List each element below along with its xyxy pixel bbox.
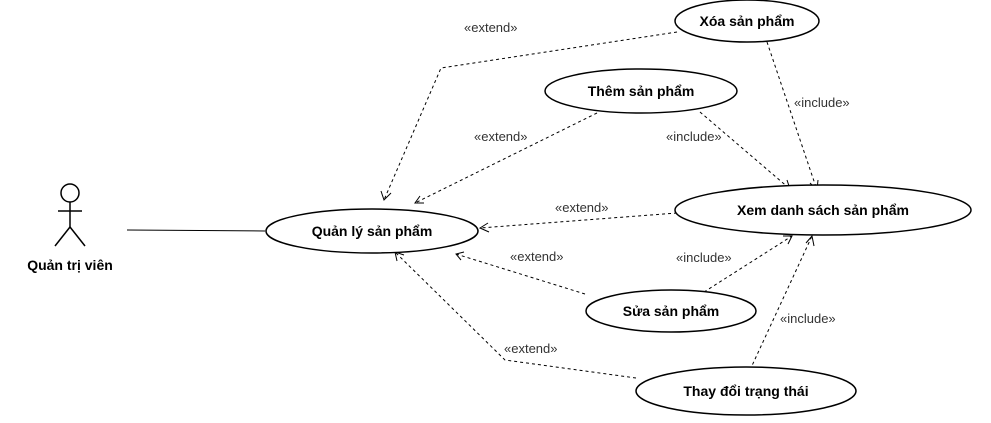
actor-label: Quản trị viên (27, 257, 113, 273)
include-status-to-view (749, 234, 815, 371)
use-case-change-status[interactable]: Thay đổi trạng thái (635, 366, 857, 416)
arrowhead (414, 195, 424, 204)
use-case-ellipse (674, 0, 820, 43)
include-delete-to-view (766, 41, 819, 192)
actor-head (60, 183, 80, 203)
include-label-status: «include» (780, 311, 836, 326)
arrowhead (478, 222, 490, 233)
use-case-delete-product[interactable]: Xóa sản phẩm (674, 0, 820, 43)
extend-edit-to-manage (455, 251, 586, 295)
extend-add-to-manage (414, 112, 598, 204)
extend-label-delete: «extend» (464, 20, 518, 35)
extend-label-edit: «extend» (510, 249, 564, 264)
extend-label-view: «extend» (555, 200, 609, 215)
extend-delete-to-manage (380, 31, 678, 201)
use-case-label: Quản lý sản phẩm (312, 223, 433, 239)
use-case-edit-product[interactable]: Sửa sản phẩm (585, 289, 757, 333)
extend-label-add: «extend» (474, 129, 528, 144)
include-edit-to-view (703, 235, 793, 293)
dependency-line (703, 235, 793, 293)
dependency-line (414, 112, 598, 204)
use-case-ellipse (585, 289, 757, 333)
use-case-label: Sửa sản phẩm (623, 303, 720, 319)
dependency-line (479, 212, 678, 229)
extend-view-to-manage (478, 212, 678, 233)
include-add-to-view (699, 111, 791, 190)
use-case-ellipse (674, 184, 972, 236)
arrowhead (805, 234, 815, 247)
use-case-label: Thay đổi trạng thái (683, 383, 808, 399)
include-label-add: «include» (666, 129, 722, 144)
arrowhead (783, 235, 793, 245)
dependency-line (383, 31, 678, 201)
dependency-line (749, 235, 813, 371)
use-case-ellipse (635, 366, 857, 416)
include-label-delete: «include» (794, 95, 850, 110)
extend-label-status: «extend» (504, 341, 558, 356)
use-case-manage-products[interactable]: Quản lý sản phẩm (265, 208, 479, 254)
use-case-add-product[interactable]: Thêm sản phẩm (544, 68, 738, 114)
actor-left-leg (54, 226, 71, 247)
include-label-edit: «include» (676, 250, 732, 265)
use-case-label: Xóa sản phẩm (700, 13, 795, 29)
dependency-line (766, 41, 818, 191)
actor-right-leg (69, 226, 86, 247)
use-case-ellipse (544, 68, 738, 114)
dependency-line (394, 251, 637, 379)
dependency-line (699, 111, 791, 190)
arrowhead (455, 251, 465, 261)
arrowhead (380, 190, 392, 201)
use-case-label: Xem danh sách sản phẩm (737, 202, 909, 218)
actor-admin[interactable]: Quản trị viên (27, 183, 113, 273)
use-case-view-product-list[interactable]: Xem danh sách sản phẩm (674, 184, 972, 236)
use-case-ellipse (265, 208, 479, 254)
association-line (126, 229, 266, 232)
use-case-label: Thêm sản phẩm (588, 83, 695, 99)
dependency-line (455, 253, 586, 295)
